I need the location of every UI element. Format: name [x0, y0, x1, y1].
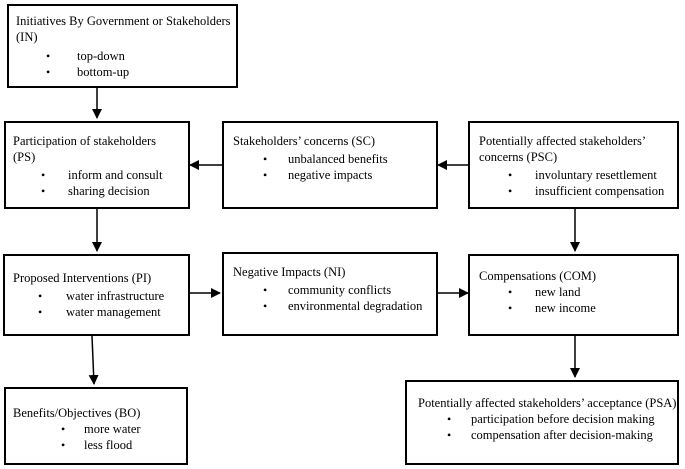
- bullet-icon: •: [508, 184, 513, 198]
- box-title: Proposed Interventions (PI): [13, 271, 152, 285]
- box-item: insufficient compensation: [535, 184, 665, 198]
- bullet-icon: •: [263, 299, 268, 313]
- bullet-icon: •: [508, 301, 513, 315]
- bullet-icon: •: [508, 285, 513, 299]
- bullet-icon: •: [447, 428, 452, 442]
- box-item: sharing decision: [68, 184, 150, 198]
- box-item: top-down: [77, 49, 125, 63]
- bullet-icon: •: [263, 283, 268, 297]
- bullet-icon: •: [61, 422, 66, 436]
- box-affected-concerns: Potentially affected stakeholders’ conce…: [468, 121, 679, 209]
- box-item: inform and consult: [68, 168, 163, 182]
- box-affected-acceptance: Potentially affected stakeholders’ accep…: [405, 380, 679, 465]
- bullet-icon: •: [41, 168, 46, 182]
- arrow-pi-to-bo: [88, 335, 99, 385]
- bullet-icon: •: [61, 438, 66, 452]
- box-item: participation before decision making: [471, 412, 655, 426]
- box-participation: Participation of stakeholders (PS) • inf…: [4, 121, 190, 209]
- box-compensations: Compensations (COM) • new land • new inc…: [468, 254, 679, 336]
- box-item: less flood: [84, 438, 133, 452]
- box-title: Potentially affected stakeholders’: [479, 134, 647, 148]
- box-title: Negative Impacts (NI): [233, 265, 346, 279]
- box-item: compensation after decision-making: [471, 428, 653, 442]
- box-title: (PS): [13, 150, 36, 164]
- box-title: Initiatives By Government or Stakeholder…: [16, 14, 231, 28]
- box-title: Potentially affected stakeholders’ accep…: [418, 396, 677, 410]
- box-title: Participation of stakeholders: [13, 134, 157, 148]
- box-item: unbalanced benefits: [288, 152, 388, 166]
- bullet-icon: •: [38, 289, 43, 303]
- bullet-icon: •: [46, 49, 51, 63]
- box-title: concerns (PSC): [479, 150, 558, 164]
- box-item: water management: [66, 305, 161, 319]
- box-item: new income: [535, 301, 596, 315]
- bullet-icon: •: [46, 65, 51, 79]
- bullet-icon: •: [447, 412, 452, 426]
- box-item: negative impacts: [288, 168, 373, 182]
- box-item: involuntary resettlement: [535, 168, 657, 182]
- box-title: Stakeholders’ concerns (SC): [233, 134, 376, 148]
- box-benefits-objectives: Benefits/Objectives (BO) • more water • …: [4, 387, 188, 465]
- box-item: bottom-up: [77, 65, 130, 79]
- box-item: water infrastructure: [66, 289, 165, 303]
- bullet-icon: •: [38, 305, 43, 319]
- box-item: more water: [84, 422, 141, 436]
- box-negative-impacts: Negative Impacts (NI) • community confli…: [222, 252, 438, 336]
- box-stakeholders-concerns: Stakeholders’ concerns (SC) • unbalanced…: [222, 121, 438, 209]
- bullet-icon: •: [41, 184, 46, 198]
- box-item: environmental degradation: [288, 299, 423, 313]
- box-initiatives: Initiatives By Government or Stakeholder…: [7, 4, 238, 88]
- box-item: community conflicts: [288, 283, 392, 297]
- box-item: new land: [535, 285, 581, 299]
- box-title: Compensations (COM): [479, 269, 597, 283]
- bullet-icon: •: [263, 168, 268, 182]
- box-title: (IN): [16, 30, 38, 44]
- bullet-icon: •: [263, 152, 268, 166]
- box-title: Benefits/Objectives (BO): [13, 406, 141, 420]
- box-proposed-interventions: Proposed Interventions (PI) • water infr…: [3, 254, 190, 336]
- bullet-icon: •: [508, 168, 513, 182]
